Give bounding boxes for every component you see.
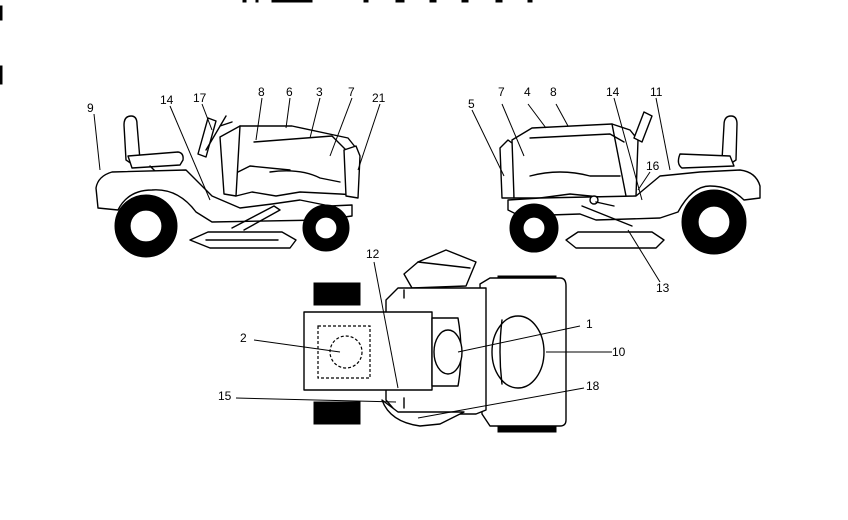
tractor-top-view — [303, 249, 567, 433]
callout-14-right: 14 — [606, 85, 620, 99]
callout-8-right: 8 — [550, 85, 557, 99]
callout-6: 6 — [286, 85, 293, 99]
callout-11: 11 — [650, 85, 663, 99]
callout-21: 21 — [372, 91, 386, 105]
callout-15: 15 — [218, 389, 232, 403]
callout-10: 10 — [612, 345, 626, 359]
tractor-left-side-view — [95, 115, 361, 258]
callout-8-left: 8 — [258, 85, 265, 99]
callout-7-left: 7 — [348, 85, 355, 99]
callout-3: 3 — [316, 85, 323, 99]
callout-13: 13 — [656, 281, 670, 295]
callout-5: 5 — [468, 97, 475, 111]
leader-lines — [93, 97, 671, 419]
callout-17: 17 — [193, 91, 207, 105]
callout-4: 4 — [524, 85, 531, 99]
callout-9: 9 — [87, 101, 94, 115]
cropped-header-fragment — [0, 0, 533, 85]
callout-2: 2 — [240, 331, 247, 345]
tractor-right-side-view — [499, 111, 761, 255]
callout-16: 16 — [646, 159, 660, 173]
callout-14-left: 14 — [160, 93, 174, 107]
callout-12: 12 — [366, 247, 380, 261]
callout-18: 18 — [586, 379, 600, 393]
callout-numbers: 9 14 17 8 6 3 7 21 5 7 4 8 14 11 16 13 1… — [87, 85, 670, 403]
callout-7-right: 7 — [498, 85, 505, 99]
callout-1: 1 — [586, 317, 593, 331]
